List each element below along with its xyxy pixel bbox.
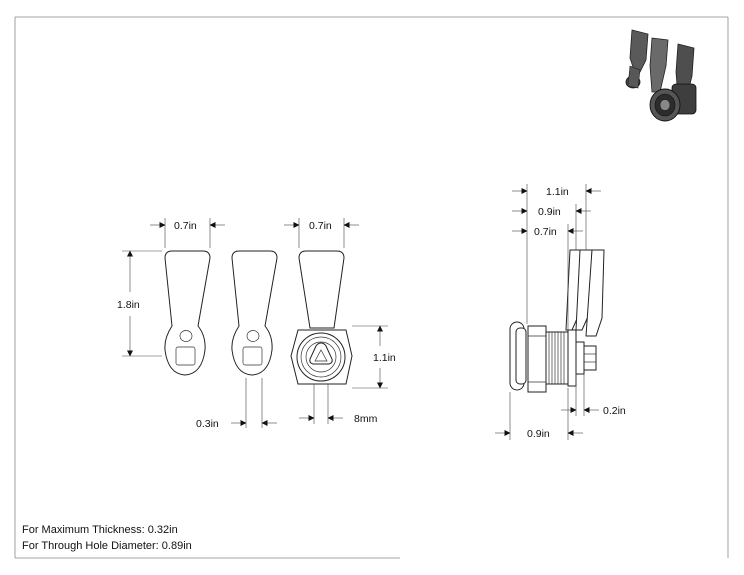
dim-text: 8mm [354, 413, 378, 425]
sheet-border [14, 16, 729, 559]
dim-slot-width: 0.3in [196, 378, 277, 430]
dim-left-width-1: 0.7in [150, 218, 225, 248]
dim-side-stud: 0.2in [561, 374, 626, 417]
dim-text: 0.7in [534, 226, 557, 238]
dim-side-inner: 0.7in [512, 224, 583, 330]
dim-handle-length: 1.8in [117, 250, 162, 357]
dim-text: 1.8in [117, 299, 140, 311]
dim-text: 1.1in [373, 352, 396, 364]
dim-side-mid: 0.9in [512, 204, 591, 250]
note-max-thickness: For Maximum Thickness: 0.32in [22, 524, 178, 536]
dim-text: 0.7in [174, 220, 197, 232]
dim-side-bottom: 0.9in [495, 388, 583, 440]
dim-text: 0.9in [538, 206, 561, 218]
note-through-hole: For Through Hole Diameter: 0.89in [22, 540, 192, 552]
dim-text: 0.3in [196, 418, 219, 430]
dim-text: 0.7in [309, 220, 332, 232]
dim-side-overall: 1.1in [512, 184, 601, 324]
dim-body-height: 1.1in [352, 325, 396, 389]
dim-text: 0.2in [603, 405, 626, 417]
dim-text: 0.9in [527, 428, 550, 440]
cam-lock-side-view [509, 249, 605, 393]
cam-handle-with-nut [290, 250, 353, 385]
dim-text: 1.1in [546, 186, 569, 198]
dim-left-width-2: 0.7in [284, 218, 359, 248]
cam-handle-left [164, 250, 211, 376]
dim-drive-size: 8mm [299, 384, 378, 425]
cam-handle-middle [231, 250, 278, 376]
cam-lock-3d-thumbnail-icon [625, 29, 697, 122]
